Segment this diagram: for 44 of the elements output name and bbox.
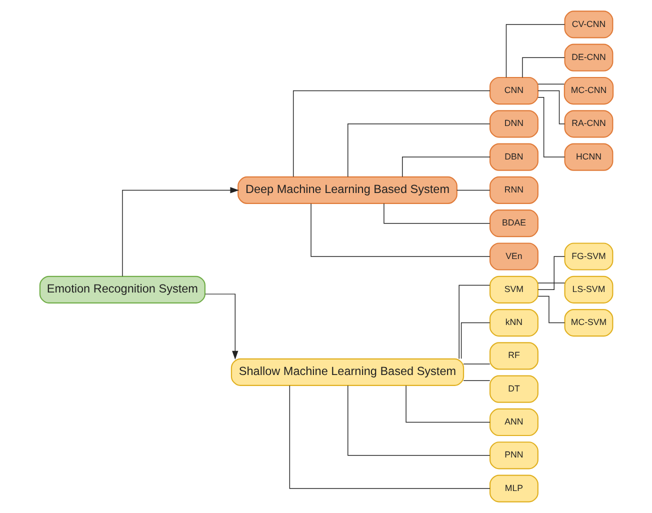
connector (537, 296, 565, 324)
connector (405, 385, 490, 423)
connector (347, 124, 490, 178)
connector (462, 380, 490, 381)
connector (402, 156, 490, 178)
node-box: BDAE (488, 210, 538, 238)
arrow (204, 294, 238, 360)
node-box: CV-CNN (564, 10, 613, 38)
connector (383, 203, 490, 224)
node-box: RA-CNN (564, 110, 613, 138)
node-box: PNN (488, 442, 538, 470)
node-box: DE-CNN (564, 44, 613, 72)
node-box: RF (488, 342, 538, 370)
connector (537, 282, 565, 284)
node-box: SVM (488, 276, 538, 304)
node-box: CNN (488, 76, 538, 105)
connector (537, 97, 565, 158)
connector (522, 57, 564, 78)
node-box: Emotion Recognition System (38, 276, 205, 304)
node-box: LS-SVM (564, 276, 613, 304)
node-box: Shallow Machine Learning Based System (230, 358, 464, 386)
node-box: DNN (488, 110, 538, 138)
connector (505, 24, 565, 78)
node-box: kNN (488, 308, 538, 337)
connector (458, 284, 490, 360)
connector (347, 385, 490, 456)
node-box: ANN (488, 408, 538, 436)
node-box: Deep Machine Learning Based System (237, 176, 457, 204)
connector (310, 203, 490, 257)
node-box: FG-SVM (564, 242, 613, 270)
connector (537, 90, 565, 124)
node-box: MC-SVM (564, 308, 613, 337)
connector (288, 385, 490, 489)
node-box: MLP (488, 474, 538, 502)
arrow (122, 187, 239, 277)
node-box: VEn (488, 242, 538, 270)
node-box: DBN (488, 143, 538, 171)
node-box: MC-CNN (563, 76, 614, 105)
connector (292, 90, 490, 178)
node-box: RNN (488, 176, 538, 204)
connector (460, 322, 490, 360)
connector (456, 190, 490, 191)
node-box: DT (488, 375, 538, 403)
node-box: HCNN (564, 143, 613, 171)
